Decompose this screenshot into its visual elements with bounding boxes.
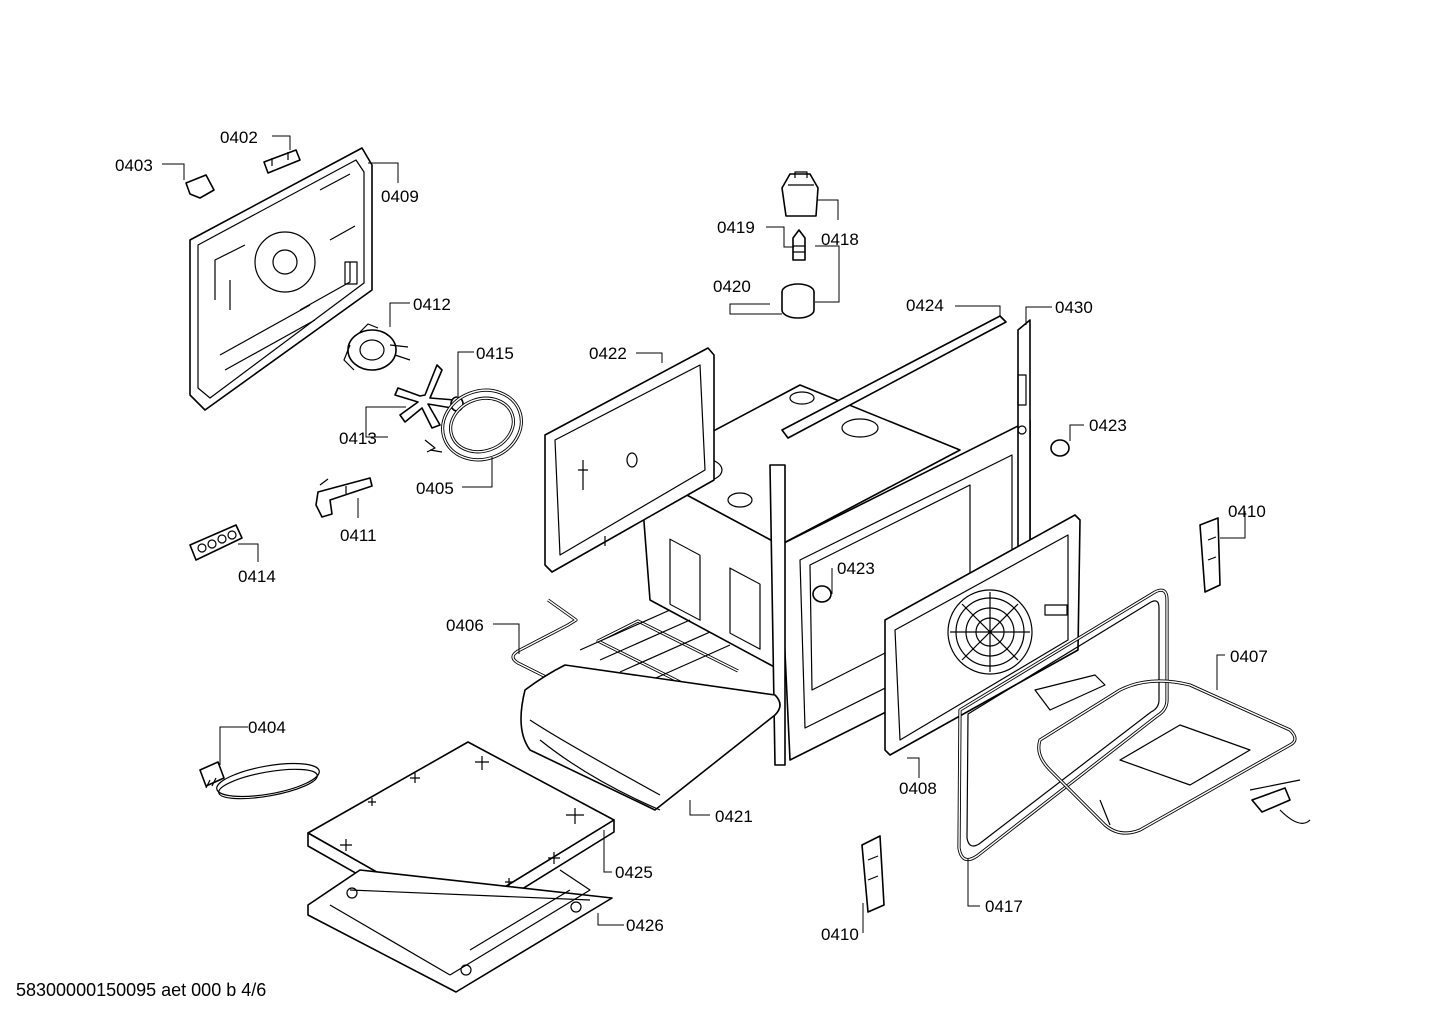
terminal-bracket-part — [315, 477, 373, 518]
fan-blade-part — [394, 364, 456, 429]
insulation-part — [520, 664, 781, 811]
label-0410-lower: 0410 — [821, 925, 859, 944]
power-cable-part — [199, 761, 320, 800]
clip-part — [185, 174, 215, 199]
bracket-part — [263, 149, 301, 174]
hinge-part-lower — [861, 835, 885, 913]
terminal-block-part — [189, 524, 243, 561]
leader-lines — [162, 135, 1246, 933]
lamp-assembly-part — [781, 171, 819, 319]
label-0418: 0418 — [821, 230, 859, 249]
side-panel-part — [544, 347, 715, 573]
label-0430: 0430 — [1055, 298, 1093, 317]
label-0414: 0414 — [238, 567, 276, 586]
top-rod-part — [781, 315, 1007, 439]
label-0404: 0404 — [248, 718, 286, 737]
label-0410-upper: 0410 — [1228, 502, 1266, 521]
hinge-part-upper — [1199, 517, 1221, 593]
label-0424: 0424 — [906, 296, 944, 315]
grill-element-part — [1034, 674, 1301, 835]
label-0426: 0426 — [626, 916, 664, 935]
label-0412: 0412 — [413, 295, 451, 314]
label-0413: 0413 — [339, 429, 377, 448]
clip-part-right — [1251, 787, 1311, 824]
fan-back-panel-part — [884, 514, 1081, 756]
label-0417: 0417 — [985, 897, 1023, 916]
label-0422: 0422 — [589, 344, 627, 363]
door-seal-part — [957, 588, 1169, 862]
document-footer-code: 58300000150095 aet 000 b 4/6 — [16, 980, 267, 1000]
rear-panel-part — [189, 147, 373, 411]
label-0402: 0402 — [220, 128, 258, 147]
label-0405: 0405 — [416, 479, 454, 498]
base-plate-part — [307, 869, 613, 993]
label-0423-upper: 0423 — [1089, 416, 1127, 435]
label-0420: 0420 — [713, 277, 751, 296]
label-0421: 0421 — [715, 807, 753, 826]
label-0411: 0411 — [340, 526, 377, 545]
label-0409: 0409 — [381, 187, 419, 206]
knob-part-lower — [812, 585, 832, 603]
label-0425: 0425 — [615, 863, 653, 882]
ring-heater-part — [424, 388, 523, 462]
knob-part-upper — [1050, 439, 1070, 457]
fan-motor-part — [343, 323, 411, 371]
label-0408: 0408 — [899, 779, 937, 798]
label-0407: 0407 — [1230, 647, 1268, 666]
part-labels: 0402 0403 0409 0412 0415 0413 0405 0411 … — [115, 128, 1268, 944]
label-0406: 0406 — [446, 616, 484, 635]
label-0423-lower: 0423 — [837, 559, 875, 578]
label-0415: 0415 — [476, 344, 514, 363]
label-0403: 0403 — [115, 156, 153, 175]
label-0419: 0419 — [717, 218, 755, 237]
